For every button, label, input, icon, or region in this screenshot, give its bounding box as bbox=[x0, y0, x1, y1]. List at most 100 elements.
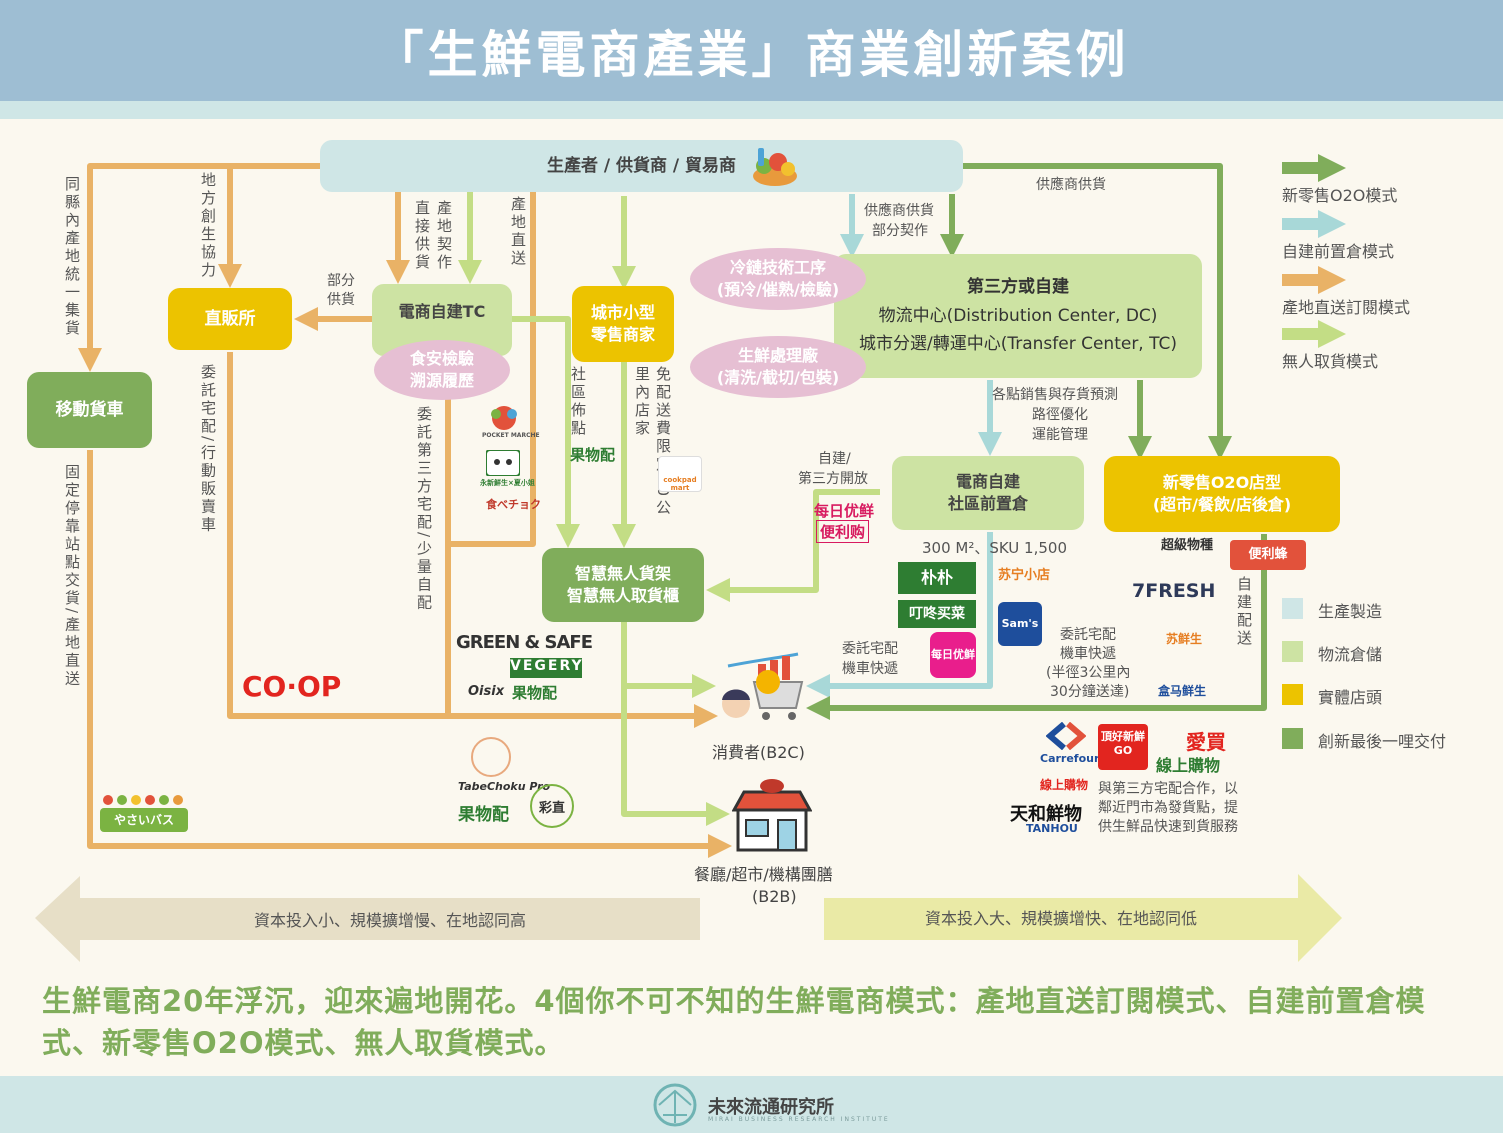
label-b2b-1: 餐廳/超市/機構團膳 bbox=[694, 865, 833, 884]
dinghao-logo: 頂好新鮮GO bbox=[1098, 724, 1148, 770]
missfresh-logo: 每日优鲜 bbox=[930, 632, 976, 678]
ec-warehouse-line2: 社區前置倉 bbox=[947, 494, 1028, 513]
tianhe-logo: 天和鮮物 bbox=[1010, 804, 1082, 825]
label-fixed-stop: 固定停靠站點交貨/產地直送 bbox=[63, 464, 81, 689]
restaurant-store-icon bbox=[732, 779, 812, 852]
carrefour-icon bbox=[1046, 722, 1086, 750]
ec-tc-label: 電商自建TC bbox=[398, 302, 486, 322]
guowupei-logo-2: 果物配 bbox=[512, 684, 558, 702]
fresh-line2: (清洗/截切/包裝) bbox=[716, 368, 840, 387]
o2o-box: 新零售O2O店型 (超市/餐飲/店後倉) bbox=[1104, 456, 1340, 532]
summary-text: 生鮮電商20年浮沉，迎來遍地開花。4個你不可不知的生鮮電商模式：產地直送訂閱模式… bbox=[42, 984, 1426, 1061]
eihi-logo: 永新鮮生×夏小姐 bbox=[480, 479, 535, 487]
saichoku-logo: 彩直 bbox=[530, 784, 574, 828]
food-safety-oval: 食安檢驗 溯源履歷 bbox=[374, 340, 510, 400]
label-delegate-3b: 機車快遞 bbox=[1060, 646, 1116, 662]
convenience-logo: 便利购 bbox=[816, 520, 870, 543]
legend-square-last-mile bbox=[1282, 728, 1303, 749]
city-store-box: 城市小型 零售商家 bbox=[572, 286, 674, 362]
7fresh-logo: 7FRESH bbox=[1132, 580, 1216, 602]
label-self-open-1: 自建/ bbox=[818, 451, 851, 467]
legend-arrow-o2o bbox=[1282, 154, 1346, 182]
legend-square-production bbox=[1282, 598, 1303, 619]
fresh-processing-oval: 生鮮處理廠 (清洗/截切/包裝) bbox=[690, 336, 866, 398]
arrow-shelf-to-consumer bbox=[621, 622, 716, 698]
direct-store-box: 直販所 bbox=[168, 288, 292, 350]
tabechoku-logo: 食べチョク bbox=[486, 498, 541, 511]
tabechoku-pro-logo: TabeChoku Pro bbox=[458, 780, 551, 793]
mobile-truck-box: 移動貨車 bbox=[27, 372, 152, 448]
label-consumer: 消費者(B2C) bbox=[712, 743, 805, 762]
label-partner-3: 供生鮮品快速到貨服務 bbox=[1098, 819, 1238, 835]
label-forecast-2: 路徑優化 bbox=[1032, 407, 1088, 423]
label-delegate-mobile: 委託宅配/行動販賣車 bbox=[199, 364, 217, 535]
sams-logo: Sam's bbox=[998, 602, 1042, 646]
label-free-delivery: 免配送費限定30公里內店家 bbox=[633, 366, 672, 518]
daily-fresh-logo: 每日优鲜 bbox=[814, 502, 875, 520]
footer bbox=[0, 1076, 1503, 1133]
dc-line3: 城市分選/轉運中心(Transfer Center, TC) bbox=[858, 334, 1178, 355]
vegetables-icon bbox=[753, 148, 797, 186]
banner-right-text: 資本投入大、規模擴增快、在地認同低 bbox=[924, 909, 1197, 928]
green-safe-logo: GREEN & SAFE bbox=[456, 632, 593, 653]
chaoji-logo: 超級物種 bbox=[1160, 538, 1213, 553]
page-title: 「生鮮電商產業」商業創新案例 bbox=[373, 25, 1130, 84]
arrow-supplier-to-o2o bbox=[962, 163, 1232, 460]
label-partner-1: 與第三方宅配合作，以 bbox=[1098, 781, 1238, 797]
yasai-bus-vegetables-icon bbox=[103, 795, 183, 805]
label-self-open-2: 第三方開放 bbox=[798, 471, 868, 487]
arrow-tc-to-shelf bbox=[512, 316, 580, 548]
aimai-online-logo: 線上購物 bbox=[1156, 756, 1221, 775]
label-delegate-3a: 委託宅配 bbox=[1060, 627, 1116, 643]
legend-label-logistics: 物流倉儲 bbox=[1318, 645, 1383, 664]
suning-logo: 苏宁小店 bbox=[998, 568, 1051, 583]
legend-label-last-mile: 創新最後一哩交付 bbox=[1318, 732, 1447, 751]
banner-left-arrow bbox=[35, 876, 700, 962]
cookpad-mart-logo: cookpad mart bbox=[658, 456, 702, 492]
city-store-line1: 城市小型 bbox=[590, 303, 655, 323]
title-bar: 「生鮮電商產業」商業創新案例 bbox=[0, 0, 1503, 101]
dc-line2: 物流中心(Distribution Center, DC) bbox=[878, 305, 1158, 326]
hema-logo: 盒马鲜生 bbox=[1158, 684, 1207, 698]
label-origin-direct: 產地直送 bbox=[509, 196, 527, 268]
guowupei-logo-1: 果物配 bbox=[570, 446, 616, 464]
arrow-warehouse-to-consumer bbox=[806, 532, 993, 698]
line-origin-direct bbox=[448, 192, 536, 547]
label-supplier-supply-top: 供應商供貨 bbox=[1036, 177, 1106, 193]
label-delegate-3d: 30分鐘送達) bbox=[1050, 684, 1130, 700]
legend-arrow-origin bbox=[1282, 266, 1346, 294]
label-supplier-partial-2: 部分契作 bbox=[872, 223, 928, 239]
direct-store-label: 直販所 bbox=[204, 308, 256, 329]
label-direct-supply: 直接供貨 bbox=[413, 200, 431, 272]
label-forecast-3: 運能管理 bbox=[1032, 427, 1088, 443]
label-partner-2: 鄰近門市為發貨點，提 bbox=[1098, 800, 1238, 816]
arrow-o2o-to-consumer bbox=[806, 534, 1267, 720]
label-forecast-1: 各點銷售與存貨預測 bbox=[992, 387, 1118, 403]
bianlifeng-logo: 便利蜂 bbox=[1230, 540, 1306, 570]
safety-line1: 食安檢驗 bbox=[409, 349, 474, 369]
brand-logo-icon bbox=[653, 1083, 697, 1127]
banner-right-arrow bbox=[824, 874, 1342, 962]
label-same-county: 同縣內產地統一集貨 bbox=[63, 176, 81, 338]
legend-label-origin: 產地直送訂閱模式 bbox=[1282, 298, 1411, 317]
pocket-marche-logo: POCKET MARCHE bbox=[482, 432, 540, 439]
guowupei-logo-3: 果物配 bbox=[458, 805, 509, 825]
banner-left-text: 資本投入小、規模擴增慢、在地認同高 bbox=[253, 911, 526, 930]
legend-square-store bbox=[1282, 684, 1303, 705]
legend-arrow-unmanned bbox=[1282, 320, 1346, 348]
carrefour-online-logo: 線上購物 bbox=[1040, 778, 1089, 792]
arrow-shelf-to-b2b bbox=[621, 686, 730, 826]
arrow-to-b2b-orange bbox=[87, 450, 732, 858]
label-delegate-2: 機車快遞 bbox=[842, 661, 898, 677]
arrow-same-county bbox=[78, 163, 320, 372]
label-b2b-2: (B2B) bbox=[752, 887, 797, 906]
city-store-line2: 零售商家 bbox=[590, 325, 655, 344]
safety-line2: 溯源履歷 bbox=[409, 371, 474, 390]
label-partial-supply: 部分供貨 bbox=[327, 273, 355, 308]
oisix-logo: Oisix bbox=[468, 684, 505, 699]
ec-warehouse-box: 電商自建 社區前置倉 bbox=[892, 456, 1084, 530]
label-local-coop: 地方創生協力 bbox=[199, 172, 217, 280]
label-spec: 300 M²、SKU 1,500 bbox=[922, 539, 1067, 557]
pupu-logo: 朴朴 bbox=[898, 562, 976, 594]
